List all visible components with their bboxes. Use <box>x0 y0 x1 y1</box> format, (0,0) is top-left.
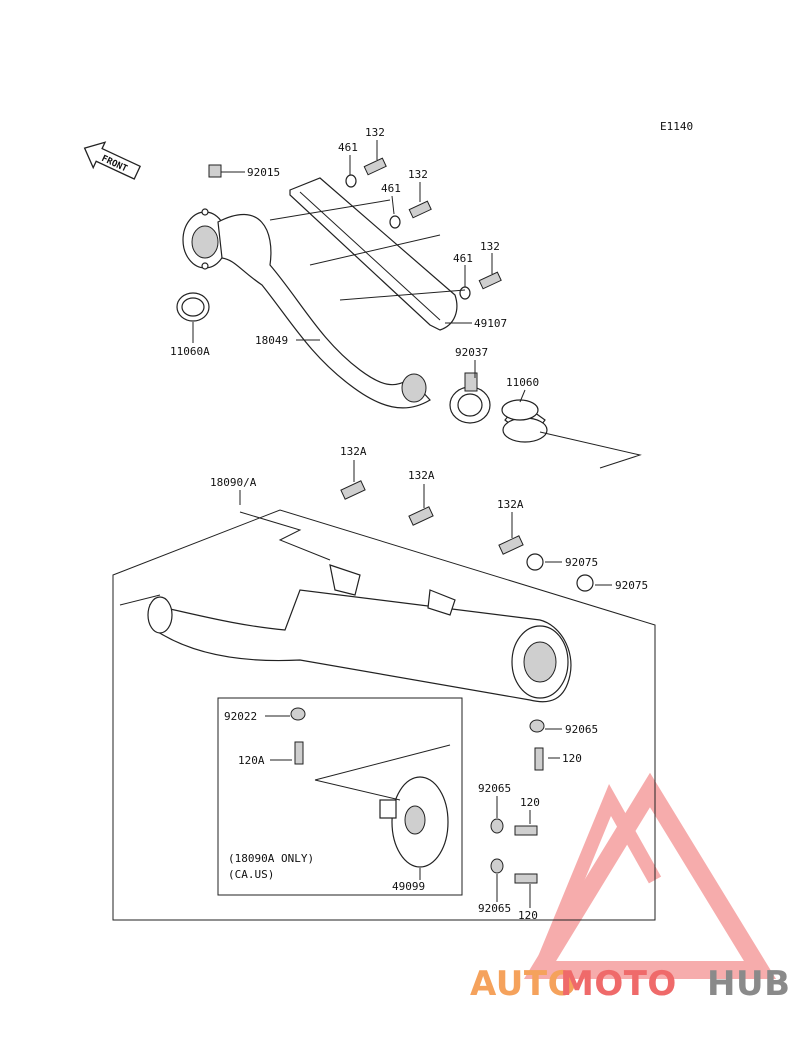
washer-461-c <box>459 286 471 300</box>
label-92075-2: 92075 <box>615 579 648 592</box>
label-132a-3: 132A <box>497 498 524 511</box>
label-11060: 11060 <box>506 376 539 389</box>
header-pipe <box>217 214 431 409</box>
bolt-132a-1 <box>340 480 366 500</box>
label-49099: 49099 <box>392 880 425 893</box>
nut-92015 <box>208 164 222 178</box>
washer-92065-1 <box>529 719 545 733</box>
front-arrow-icon: FRONT <box>83 141 142 180</box>
label-120-1: 120 <box>562 752 582 765</box>
washer-92022 <box>290 707 306 721</box>
bolt-132-c <box>478 271 502 290</box>
label-132-b: 132 <box>408 168 428 181</box>
label-92065-1: 92065 <box>565 723 598 736</box>
diagram-code: E1140 <box>660 120 693 133</box>
bolt-132-b <box>408 200 432 219</box>
leader-lines-top <box>192 140 642 469</box>
label-120a: 120A <box>238 754 265 767</box>
bolt-132a-3 <box>498 535 524 555</box>
heat-guard <box>289 177 458 331</box>
spark-arrester-box <box>217 697 463 896</box>
pipe-outlet <box>401 373 427 403</box>
label-461-b: 461 <box>381 182 401 195</box>
note-line-2: (CA.US) <box>228 868 274 881</box>
clamp-92037 <box>449 372 491 424</box>
gasket-11060a <box>176 292 210 322</box>
label-18049: 18049 <box>255 334 288 347</box>
bolt-120-1 <box>534 747 544 771</box>
bolt-120-2 <box>514 825 538 836</box>
bolt-132-a <box>363 157 387 176</box>
label-92037: 92037 <box>455 346 488 359</box>
label-120-2: 120 <box>520 796 540 809</box>
muffler-assembly-frame <box>112 509 656 921</box>
grommet-92075-2 <box>576 574 594 592</box>
watermark-hub: HUB <box>707 964 790 1004</box>
washer-461-a <box>345 174 357 188</box>
label-132a-2: 132A <box>408 469 435 482</box>
bolt-120a <box>294 741 304 765</box>
sleeve-11060 <box>501 399 548 443</box>
label-92065-2: 92065 <box>478 782 511 795</box>
grommet-92075-1 <box>526 553 544 571</box>
label-461-a: 461 <box>338 141 358 154</box>
exhaust-flange <box>182 208 228 270</box>
bolt-120-3 <box>514 873 538 884</box>
label-132-a: 132 <box>365 126 385 139</box>
label-18090a: 18090/A <box>210 476 257 489</box>
label-92065-3: 92065 <box>478 902 511 915</box>
washer-461-b <box>389 215 401 229</box>
label-92022: 92022 <box>224 710 257 723</box>
note-line-1: (18090A ONLY) <box>228 852 314 865</box>
watermark-moto: MOTO <box>560 964 677 1004</box>
label-11060a: 11060A <box>170 345 210 358</box>
leader-lines-bottom <box>119 460 612 908</box>
label-132-c: 132 <box>480 240 500 253</box>
watermark-logo <box>523 772 777 979</box>
spark-arrester-49099 <box>379 776 449 868</box>
bolt-132a-2 <box>408 506 434 526</box>
label-132a-1: 132A <box>340 445 367 458</box>
washer-92065-2 <box>490 818 504 834</box>
label-92015: 92015 <box>247 166 280 179</box>
watermark-auto: AUTO <box>470 964 577 1004</box>
label-120-3: 120 <box>518 909 538 922</box>
part-labels: 92015 461 132 461 132 461 132 11060A 180… <box>170 126 648 922</box>
muffler <box>147 564 572 703</box>
watermark-text: AUTO MOTO HUB <box>470 964 790 1004</box>
washer-92065-3 <box>490 858 504 874</box>
label-461-c: 461 <box>453 252 473 265</box>
label-92075-1: 92075 <box>565 556 598 569</box>
label-49107: 49107 <box>474 317 507 330</box>
